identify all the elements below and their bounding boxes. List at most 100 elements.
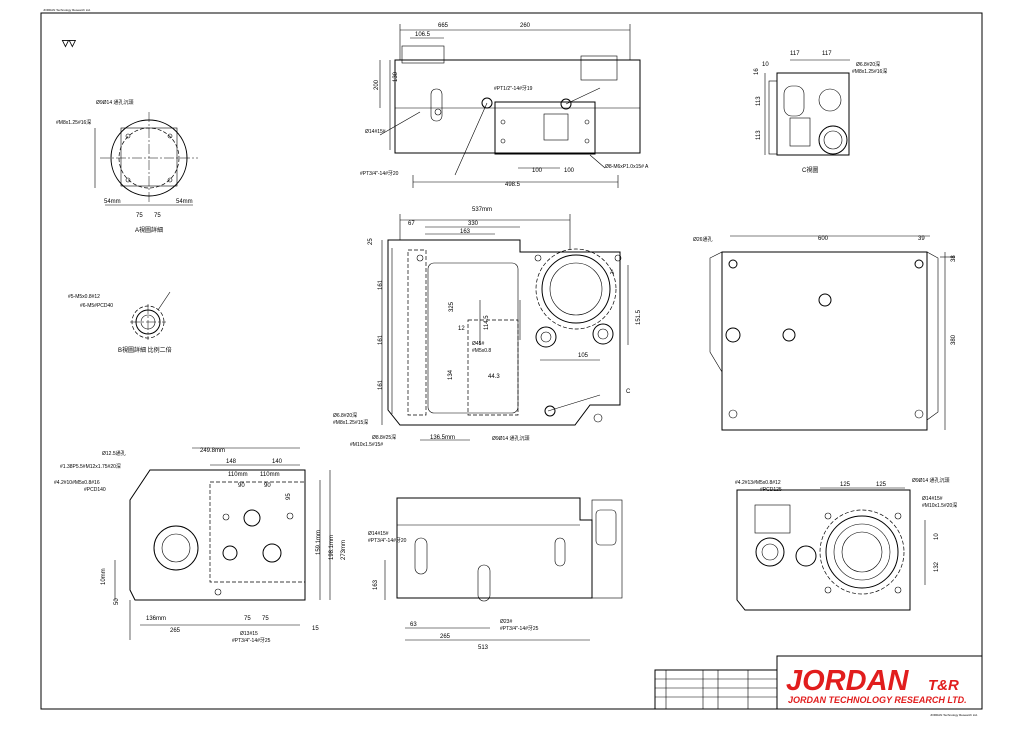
front-dim-163: 163 [460, 229, 471, 235]
bl-dim-90a: 90 [238, 483, 245, 489]
front-marker-c: C [626, 389, 631, 395]
br-note-3: Ø9Ø14 通孔沉頭 [912, 477, 950, 484]
bm-note-3: Ø23# [500, 619, 512, 625]
front-dim-134: 134 [448, 369, 454, 380]
front-dim-330: 330 [468, 221, 479, 227]
bm-dim-63: 63 [410, 622, 417, 628]
bottom-tiny-text: JORDAN Technology Research Ltd. [930, 713, 978, 717]
right-dim-38: 38 [951, 255, 957, 262]
bottom-left-view: 249.8mm 148 140 110mm 110mm 90 90 95 136… [54, 447, 347, 644]
a-note-2: #M8x1.25#16深 [56, 119, 91, 126]
front-dim-537: 537mm [472, 207, 492, 213]
top-tiny-text: JORDAN Technology Research Ltd. [43, 8, 91, 12]
br-dim-132: 132 [934, 561, 940, 572]
logo-box [776, 655, 983, 710]
bl-dim-15: 15 [312, 626, 319, 632]
front-dim-25: 25 [368, 238, 374, 245]
top-dim-130: 130 [393, 71, 399, 82]
bl-dim-148: 148 [226, 459, 237, 465]
br-dim-125b: 125 [876, 482, 887, 488]
top-dim-100a: 100 [532, 168, 543, 174]
front-dim-151: 151.5 [636, 309, 642, 325]
bl-dim-95: 95 [286, 493, 292, 500]
a-dim-54b: 54mm [176, 199, 193, 205]
c-dim-10: 10 [762, 62, 769, 68]
surface-finish-mark: ▽▽ [61, 38, 77, 48]
front-dim-67: 67 [408, 221, 415, 227]
front-dim-161b: 161 [378, 334, 384, 345]
c-dim-117b: 117 [822, 51, 832, 57]
b-view-caption: B視圖詳細 比例二倍 [118, 346, 172, 354]
c-dim-16: 16 [754, 68, 760, 75]
front-note-4: #M10x1.5#15# [350, 442, 383, 448]
bm-note-4: #PT3/4"-14#牙25 [500, 626, 539, 632]
bm-dim-513: 513 [478, 645, 489, 651]
bl-dim-110b: 110mm [260, 472, 280, 478]
a-dim-54a: 54mm [104, 199, 121, 205]
bl-note-2: #1.38P5.5#M12x1.75#20深 [60, 463, 121, 470]
c-note-1: Ø6.8#20深 [856, 61, 880, 68]
a-dim-75b: 75 [154, 213, 161, 219]
bl-dim-265: 265 [170, 628, 181, 634]
right-note-1: Ø26通孔 [693, 236, 712, 243]
b-view: #5-M5x0.8#12 #6-M5#PCD40 B視圖詳細 比例二倍 [68, 291, 172, 354]
front-view: 537mm 330 67 163 25 161 161 161 12 114.5… [333, 207, 642, 448]
bm-note-1: Ø14#15# [368, 531, 389, 537]
right-dim-380: 380 [951, 334, 957, 345]
top-note-pt34: #PT3/4"-14#牙20 [360, 171, 399, 177]
bl-dim-140: 140 [272, 459, 283, 465]
bl-note-4: #PCD140 [84, 487, 106, 493]
front-dim-44: 44.3 [488, 374, 500, 380]
br-note-2: #PCD125 [760, 487, 782, 493]
top-dim-665: 665 [438, 23, 449, 29]
top-dim-200: 200 [374, 79, 380, 90]
logo-brand: JORDAN [786, 665, 910, 697]
a-view: Ø9Ø14 通孔沉頭 #M8x1.25#16深 54mm 75 75 54mm … [56, 99, 198, 234]
right-dim-39: 39 [918, 236, 925, 242]
c-dim-117a: 117 [790, 51, 800, 57]
top-dim-260: 260 [520, 23, 531, 29]
right-view: 600 39 38 380 Ø26通孔 [693, 235, 957, 431]
bl-dim-159: 159.1mm [316, 530, 322, 555]
bm-note-2: #PT3/4"-14#牙20 [368, 538, 407, 544]
top-dim-498: 498.5 [505, 182, 521, 188]
c-view-caption: C視圖 [802, 166, 818, 174]
front-dim-325: 325 [449, 301, 455, 312]
c-note-2: #M8x1.25#16深 [852, 68, 887, 75]
right-dim-600: 600 [818, 236, 829, 242]
bl-dim-110a: 110mm [228, 472, 248, 478]
bl-note-6: #PT3/4"-14#牙25 [232, 638, 271, 644]
bottom-mid-view: 163 63 265 513 Ø14#15# #PT3/4"-14#牙20 Ø2… [368, 497, 623, 651]
bl-note-1: Ø12.5通孔 [102, 450, 126, 457]
front-note-2: #M8x1.25#15深 [333, 419, 368, 426]
b-note-2: #6-M5#PCD40 [80, 303, 113, 309]
top-note-d14: Ø14#15# [365, 129, 386, 135]
top-view: 665 260 106.5 200 130 100 100 498.5 #PT1… [360, 23, 649, 188]
br-dim-125a: 125 [840, 482, 851, 488]
front-note-7: Ø9Ø14 通孔沉頭 [492, 435, 530, 442]
top-dim-106: 106.5 [415, 32, 431, 38]
front-dim-136: 136.5mm [430, 435, 455, 441]
a-dim-75a: 75 [136, 213, 143, 219]
bl-dim-249: 249.8mm [200, 448, 225, 454]
bm-dim-163: 163 [373, 579, 379, 590]
c-view: 117 117 10 16 113 113 Ø6.8#20深 #M8x1.25#… [754, 51, 887, 174]
front-note-3: Ø8.8#25深 [372, 434, 396, 441]
br-dim-10: 10 [934, 533, 940, 540]
bl-note-5: Ø13#15 [240, 631, 258, 637]
bottom-right-view: 125 125 10 132 #4.2#13#M5x0.8#12 #PCD125… [735, 477, 957, 611]
a-note-1: Ø9Ø14 通孔沉頭 [96, 99, 134, 106]
top-dim-100b: 100 [564, 168, 575, 174]
front-dim-105: 105 [578, 353, 589, 359]
b-note-1: #5-M5x0.8#12 [68, 294, 100, 300]
bl-dim-50: 50 [114, 598, 120, 605]
bm-dim-265: 265 [440, 634, 451, 640]
bl-note-3: #4.2#10#M5x0.8#16 [54, 480, 100, 486]
c-dim-113a: 113 [756, 96, 762, 106]
front-dim-114: 114.5 [484, 315, 490, 330]
bl-dim-198: 198.1mm [329, 535, 335, 560]
front-marker-a: A [610, 270, 614, 276]
top-note-m6: Ø8-M6xP1.0x15# A [605, 164, 649, 170]
